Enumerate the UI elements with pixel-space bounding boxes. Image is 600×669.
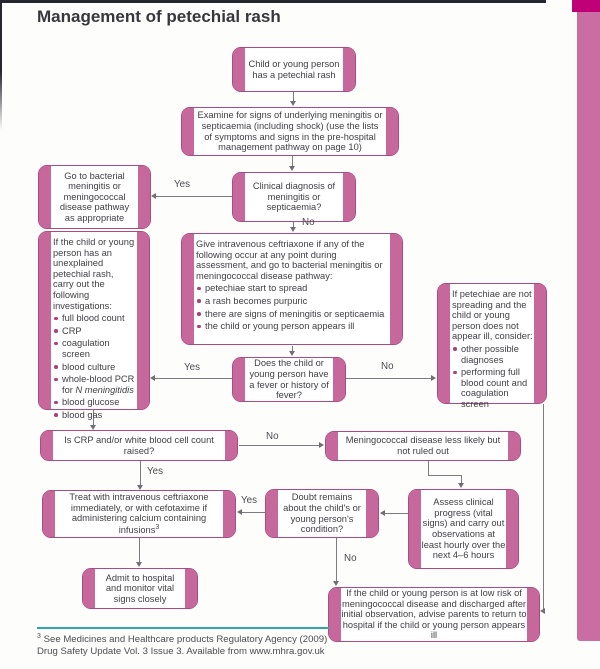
connector-fever-yes-to-investigations xyxy=(155,378,232,379)
arrowhead-left-icon xyxy=(237,509,242,515)
flow-box-start: Child or young person has a petechial ra… xyxy=(232,47,356,92)
connector-lesslikely-to-assess-v2 xyxy=(461,475,462,484)
arrowhead-down-icon xyxy=(290,101,296,106)
connector-start-to-examine xyxy=(293,92,294,102)
flow-box-admit-hospital: Admit to hospital and monitor vital sign… xyxy=(82,568,198,609)
arrowhead-down-icon xyxy=(137,485,143,490)
connector-assess-to-doubt xyxy=(385,513,408,514)
connector-examine-to-clinical xyxy=(292,156,293,167)
flow-box-give-ceftriaxone: Give intravenous ceftriaxone if any of t… xyxy=(181,233,403,345)
list-item: blood glucose xyxy=(53,397,136,408)
label-no-clinical: No xyxy=(302,217,315,228)
list-item: petechiae start to spread xyxy=(196,283,389,294)
connector-clinical-no-to-give xyxy=(293,222,294,228)
arrowhead-down-icon xyxy=(289,166,295,171)
petechiae-consider-bullet-list: other possible diagnoses performing full… xyxy=(452,344,533,410)
arrowhead-left-icon xyxy=(151,193,156,199)
arrowhead-down-icon xyxy=(290,227,296,232)
give-ceftriaxone-bullet-list: petechiae start to spread a rash becomes… xyxy=(196,283,389,331)
flow-decision-clinical-diagnosis: Clinical diagnosis of meningitis or sept… xyxy=(232,172,356,222)
footnote: 3 See Medicines and Healthcare products … xyxy=(37,633,349,658)
connector-investigations-to-crp xyxy=(93,410,94,426)
flow-box-assess-progress: Assess clinical progress (vital signs) a… xyxy=(408,489,519,569)
footnote-line1: See Medicines and Healthcare products Re… xyxy=(43,634,328,646)
footnote-line2: Drug Safety Update Vol. 3 Issue 3. Avail… xyxy=(37,646,325,658)
arrowhead-right-icon xyxy=(319,442,324,448)
page-title: Management of petechial rash xyxy=(37,7,281,26)
petechiae-consider-intro: If petechiae are not spreading and the c… xyxy=(452,289,533,342)
flow-box-low-risk-discharge: If the child or young person is at low r… xyxy=(328,587,540,642)
arrowhead-left-icon xyxy=(380,510,385,516)
label-yes-clinical: Yes xyxy=(174,179,190,190)
arrowhead-down-icon xyxy=(136,562,142,567)
investigations-bullet-list: full blood count CRP coagulation screen … xyxy=(53,313,136,420)
list-item: the child or young person appears ill xyxy=(196,321,389,332)
connector-treat-to-admit xyxy=(139,538,140,563)
label-no-crp: No xyxy=(266,431,279,442)
organism-name-italic: N meningitidis xyxy=(75,384,134,395)
connector-lesslikely-to-assess-v1 xyxy=(428,461,429,476)
page-left-edge xyxy=(0,0,2,130)
give-ceftriaxone-intro: Give intravenous ceftriaxone if any of t… xyxy=(196,239,383,281)
page-top-edge xyxy=(0,0,546,3)
flow-box-goto-pathway: Go to bacterial meningitis or meningococ… xyxy=(38,165,151,229)
list-item: blood gas xyxy=(53,410,136,421)
flow-decision-fever: Does the child or young person have a fe… xyxy=(232,357,346,402)
flow-box-petechiae-consider: If petechiae are not spreading and the c… xyxy=(437,283,547,409)
flow-box-investigations: If the child or young person has an unex… xyxy=(38,231,150,420)
list-item: performing full blood count and coagulat… xyxy=(452,367,533,409)
connector-lesslikely-to-assess-h xyxy=(428,475,462,476)
label-no-doubt: No xyxy=(344,553,357,564)
flow-box-less-likely: Meningococcal disease less likely but no… xyxy=(325,431,521,461)
connector-fever-no-to-petechiae xyxy=(346,378,431,379)
side-accent-bar xyxy=(577,0,600,641)
arrowhead-down-icon xyxy=(289,351,295,356)
list-item: a rash becomes purpuric xyxy=(196,296,389,307)
connector-crp-no-to-lesslikely xyxy=(239,445,319,446)
connector-doubt-yes-to-treat xyxy=(242,512,265,513)
connector-crp-yes-to-treat xyxy=(140,461,141,486)
list-item: other possible diagnoses xyxy=(452,344,533,365)
connector-clinical-yes-to-goto xyxy=(156,196,232,197)
connector-give-to-fever xyxy=(292,346,293,352)
list-item: CRP xyxy=(53,326,136,337)
arrowhead-left-icon xyxy=(540,608,545,614)
list-item: coagulation screen xyxy=(53,338,136,359)
arrowhead-left-icon xyxy=(150,375,155,381)
arrowhead-right-icon xyxy=(431,375,436,381)
side-accent-bar-top xyxy=(572,0,600,12)
flow-box-treat-ceftriaxone: Treat with intravenous ceftriaxone immed… xyxy=(42,490,236,538)
list-item: blood culture xyxy=(53,362,136,373)
investigations-intro: If the child or young person has an unex… xyxy=(53,237,135,311)
arrowhead-down-icon xyxy=(90,425,96,430)
arrowhead-down-icon xyxy=(333,581,339,586)
connector-doubt-no-to-lowrisk xyxy=(336,538,337,582)
list-item: full blood count xyxy=(53,313,136,324)
arrowhead-down-icon xyxy=(458,483,464,488)
flow-decision-doubt-remains: Doubt remains about the child's or young… xyxy=(265,489,379,538)
flow-box-examine: Examine for signs of underlying meningit… xyxy=(181,107,399,156)
label-no-fever: No xyxy=(381,361,394,372)
label-yes-crp: Yes xyxy=(147,466,163,477)
list-item: whole-blood PCR for N meningitidis xyxy=(53,374,136,395)
label-yes-doubt: Yes xyxy=(241,495,257,506)
flow-decision-crp-raised: Is CRP and/or white blood cell count rai… xyxy=(40,430,238,461)
footnote-ref: 3 xyxy=(155,524,160,532)
connector-petechiae-to-lowrisk-v xyxy=(543,404,544,612)
footnote-sup: 3 xyxy=(37,633,41,640)
list-item: there are signs of meningitis or septica… xyxy=(196,309,389,320)
label-yes-fever: Yes xyxy=(184,362,200,373)
footnote-divider xyxy=(37,627,329,629)
